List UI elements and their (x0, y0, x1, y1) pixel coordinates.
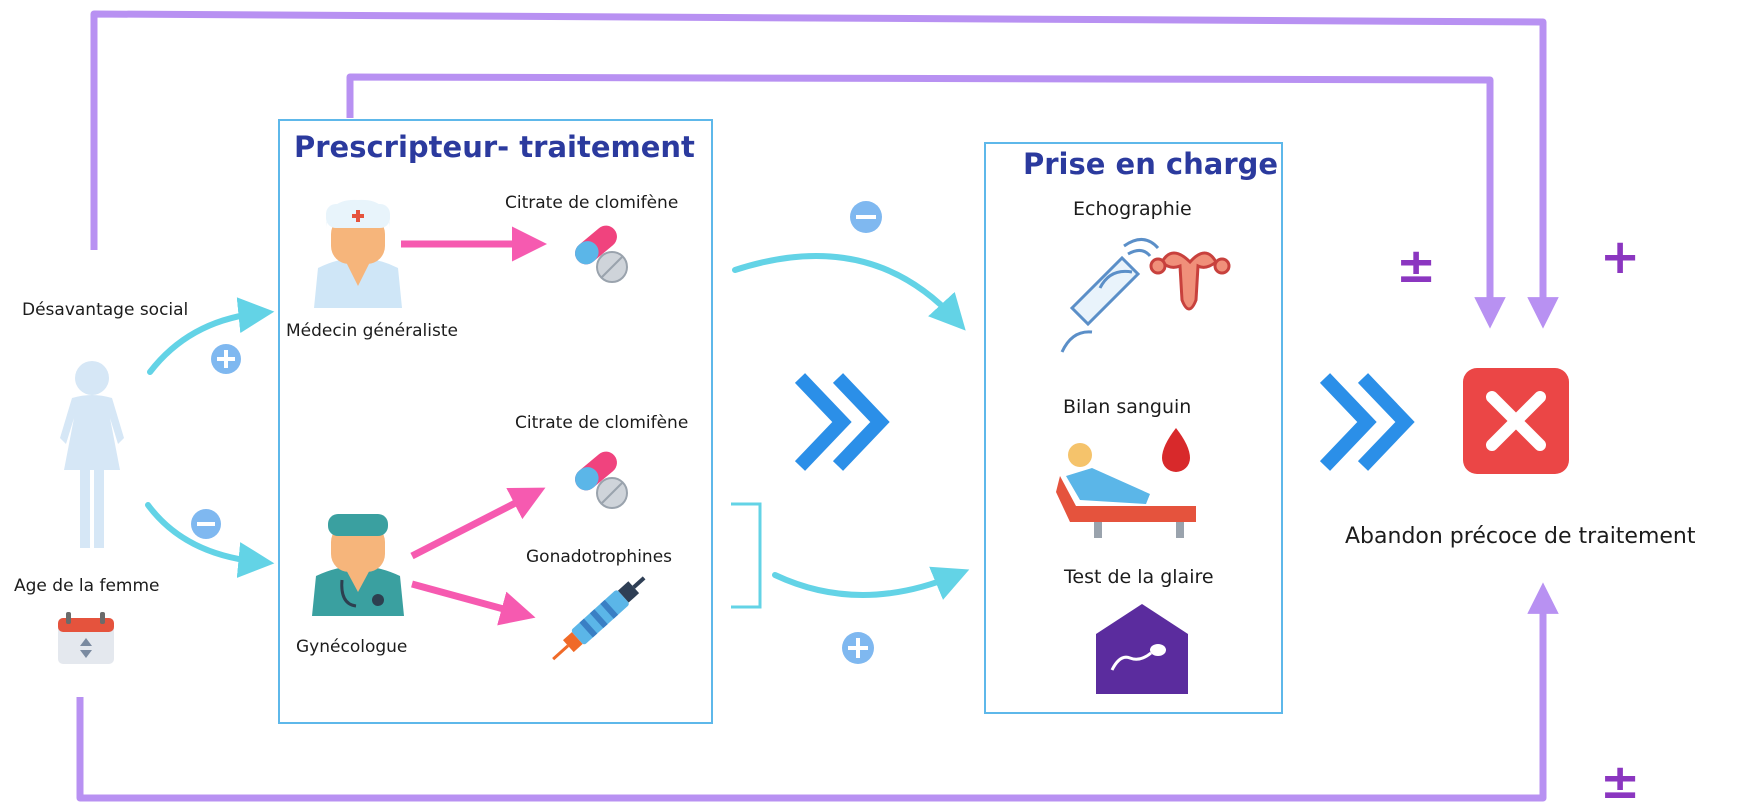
prescripteur-box (278, 119, 713, 724)
social-to-gp-arrow (147, 297, 275, 375)
double-chevron-icon (794, 373, 890, 471)
prise-item2: Bilan sanguin (1063, 396, 1191, 418)
calendar-icon (58, 612, 114, 664)
sign-plus-top: + (1600, 229, 1640, 285)
blood-test-icon (1056, 428, 1196, 538)
gp-drug-label: Citrate de clomifène (505, 193, 678, 213)
gyn-to-prise-arrow (772, 566, 970, 600)
sign-pm-bottom: ± (1600, 754, 1640, 810)
bottom-arrow (76, 582, 1559, 802)
gyn-to-drug1-arrow (410, 487, 546, 560)
plus-badge-icon (211, 344, 241, 374)
pills-icon-2 (575, 451, 628, 509)
ultrasound-uterus-icon (1060, 238, 1231, 353)
prise-box (984, 142, 1283, 714)
gyn-label: Gynécologue (296, 637, 407, 657)
sperm-test-icon (1096, 604, 1188, 694)
age-to-gyn-arrow (145, 502, 275, 578)
close-x-icon (1463, 368, 1569, 474)
inner-top-arrow (346, 73, 1506, 329)
pills-icon (575, 225, 628, 283)
prescripteur-title: Prescripteur- traitement (294, 130, 695, 164)
syringe-icon (552, 576, 646, 661)
general-practitioner-icon (314, 199, 402, 308)
prise-item1: Echographie (1073, 198, 1192, 220)
double-chevron-icon-2 (1319, 373, 1415, 471)
minus-badge-icon-2 (850, 201, 882, 233)
age-label: Age de la femme (14, 576, 160, 596)
gp-label: Médecin généraliste (286, 321, 458, 341)
gp-to-prise-arrow (732, 252, 966, 331)
outer-top-arrow (90, 10, 1559, 329)
minus-badge-icon (191, 509, 221, 539)
prise-item3: Test de la glaire (1063, 566, 1214, 588)
gyn-drug2-label: Gonadotrophines (526, 547, 672, 567)
outcome-label: Abandon précoce de traitement (1345, 524, 1696, 549)
gyn-drug1-label: Citrate de clomifène (515, 413, 688, 433)
gyn-to-drug2-arrow (411, 580, 536, 626)
woman-silhouette-icon (60, 361, 124, 548)
prise-title: Prise en charge (1023, 147, 1278, 181)
gyn-drug-bracket (731, 502, 762, 609)
feedback-arrows (76, 10, 1559, 802)
social-label: Désavantage social (22, 300, 188, 320)
plus-badge-icon-2 (842, 632, 874, 664)
gynecologist-icon (312, 514, 404, 616)
sign-pm-mid: ± (1396, 238, 1436, 294)
